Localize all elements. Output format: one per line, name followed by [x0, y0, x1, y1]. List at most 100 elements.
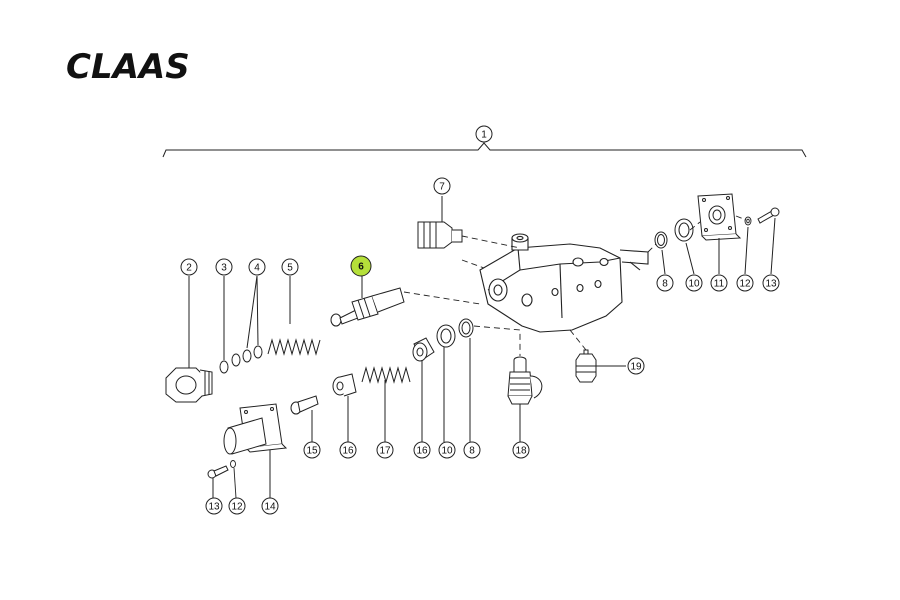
callout-label: 12	[739, 279, 751, 290]
callout-10: 10	[685, 274, 703, 292]
part-13-screw-upper	[757, 207, 780, 224]
callout-8: 8	[656, 274, 674, 292]
callout-circle	[463, 441, 481, 459]
part-10-line	[443, 338, 471, 442]
callout-4: 4	[248, 258, 266, 276]
callout-circle	[413, 441, 431, 459]
callout-label: 14	[264, 502, 276, 513]
valve-body	[479, 233, 649, 333]
callout-8: 8	[463, 441, 481, 459]
part-11-flange	[697, 193, 742, 241]
callout-14: 14	[261, 497, 279, 515]
part-6-piston	[330, 275, 405, 327]
callout-circle	[710, 274, 728, 292]
callout-circle	[512, 441, 530, 459]
callout-12: 12	[228, 497, 246, 515]
callout-circle	[339, 441, 357, 459]
part-12-washer-upper	[744, 216, 752, 226]
callout-circle	[685, 274, 703, 292]
callout-circle	[736, 274, 754, 292]
callout-label: 16	[416, 446, 428, 457]
callout-5: 5	[281, 258, 299, 276]
part-7-fitting	[417, 196, 463, 249]
logo-wordmark: CLAAS	[66, 47, 190, 87]
callout-16: 16	[339, 441, 357, 459]
callout-label: 17	[379, 446, 391, 457]
part-3-ring	[219, 276, 229, 374]
callout-label: 10	[688, 279, 700, 290]
callout-15: 15	[303, 441, 321, 459]
callout-label: 8	[469, 446, 475, 457]
callout-circle	[376, 441, 394, 459]
callout-label: 10	[441, 446, 453, 457]
part-2-plug	[165, 276, 213, 403]
callout-circle	[215, 258, 233, 276]
callout-label: 3	[221, 263, 227, 274]
callout-circle	[762, 274, 780, 292]
callout-2: 2	[180, 258, 198, 276]
callout-label: 4	[254, 263, 260, 274]
callout-circle	[281, 258, 299, 276]
part-18-fitting	[507, 356, 543, 442]
part-13-screw-lower	[207, 465, 229, 498]
assembly-bracket	[162, 141, 807, 158]
callout-12: 12	[736, 274, 754, 292]
part-10-seal-mid	[436, 324, 456, 348]
callout-label: 6	[358, 262, 364, 273]
callout-11: 11	[710, 274, 728, 292]
callout-label: 11	[714, 279, 725, 290]
callout-leaders	[661, 217, 776, 275]
callout-circle	[656, 274, 674, 292]
callout-16: 16	[413, 441, 431, 459]
part-10-seal-upper	[674, 218, 694, 242]
part-8-oring-upper	[654, 231, 668, 249]
part-12-washer-lower	[230, 460, 237, 499]
callout-label: 8	[662, 279, 668, 290]
callout-circle	[261, 497, 279, 515]
callout-circle	[248, 258, 266, 276]
callout-circle	[350, 255, 372, 277]
callout-circle	[627, 357, 645, 375]
part-16-sleeve-mid	[412, 337, 435, 442]
callout-label: 5	[287, 263, 293, 274]
part-16-sleeve-lower	[332, 373, 357, 442]
callout-10: 10	[438, 441, 456, 459]
callout-circle	[180, 258, 198, 276]
claas-logo: CLAAS	[66, 47, 190, 87]
part-19-nipple	[575, 349, 626, 383]
callout-7: 7	[433, 177, 451, 195]
callout-13: 13	[762, 274, 780, 292]
part-8-oring-mid	[458, 318, 474, 338]
callout-17: 17	[376, 441, 394, 459]
callout-circle	[433, 177, 451, 195]
callout-circle	[205, 497, 223, 515]
callout-label: 7	[439, 182, 445, 193]
part-15-screw	[290, 395, 319, 442]
callout-1: 1	[475, 125, 493, 143]
part-4-rings	[231, 275, 263, 367]
callout-circle	[475, 125, 493, 143]
part-14-cover	[223, 403, 288, 498]
callout-label: 13	[208, 502, 220, 513]
callout-19: 19	[627, 357, 645, 375]
part-5-spring	[267, 276, 321, 356]
callout-13: 13	[205, 497, 223, 515]
callout-label: 18	[515, 446, 527, 457]
callout-6: 6	[350, 255, 372, 277]
callout-label: 13	[765, 279, 777, 290]
callout-label: 1	[481, 130, 487, 141]
callout-label: 2	[186, 263, 192, 274]
callout-circle	[228, 497, 246, 515]
assembly-dashed-lines	[403, 215, 747, 356]
callout-label: 16	[342, 446, 354, 457]
part-17-spring	[361, 366, 411, 442]
callout-circle	[303, 441, 321, 459]
callout-label: 12	[231, 502, 243, 513]
callout-3: 3	[215, 258, 233, 276]
callout-label: 19	[630, 362, 642, 373]
callout-circle	[438, 441, 456, 459]
callout-18: 18	[512, 441, 530, 459]
callout-label: 15	[306, 446, 318, 457]
